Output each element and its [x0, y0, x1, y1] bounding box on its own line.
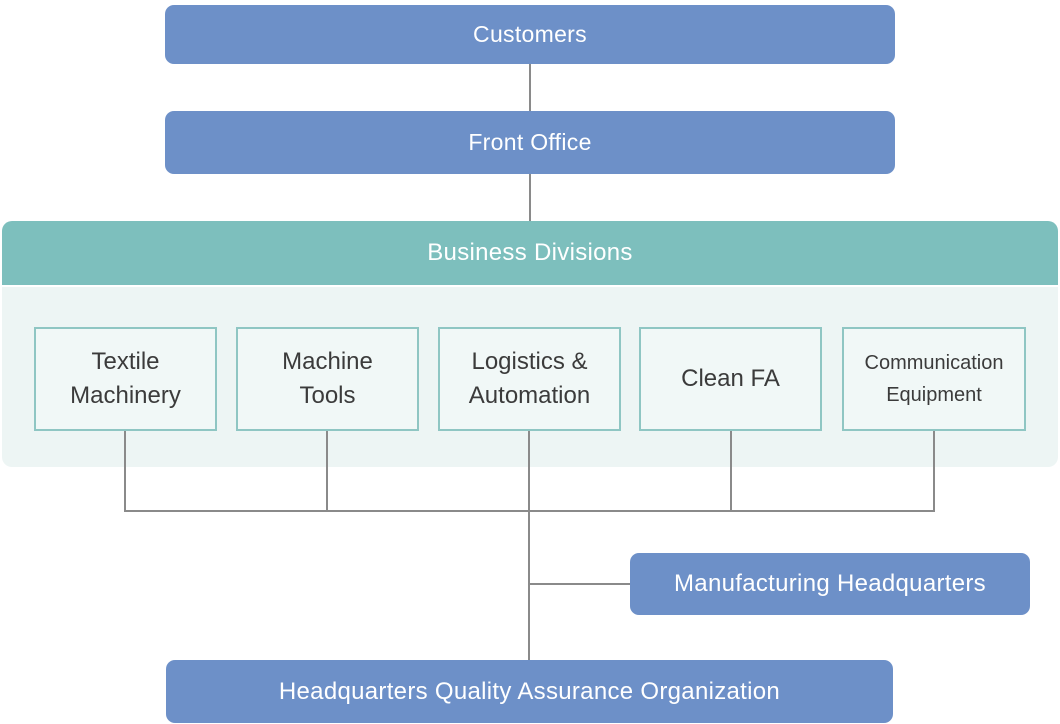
connector-drop-machine-tools	[326, 431, 328, 511]
connector-drop-clean-fa	[730, 431, 732, 511]
division-node-machine-tools: Machine Tools	[236, 327, 419, 431]
business-divisions-header: Business Divisions	[2, 221, 1058, 285]
connector-branch-manufacturing	[528, 583, 630, 585]
division-label-line: Logistics &	[471, 348, 588, 375]
division-node-textile-machinery: Textile Machinery	[34, 327, 217, 431]
connector-customers-front-office	[529, 64, 531, 112]
division-label-line: Communication	[864, 352, 1004, 374]
front-office-label: Front Office	[468, 129, 592, 155]
manufacturing-headquarters-node: Manufacturing Headquarters	[630, 553, 1030, 615]
connector-drop-logistics-automation	[528, 431, 530, 511]
headquarters-qa-node: Headquarters Quality Assurance Organizat…	[166, 660, 893, 723]
division-node-clean-fa: Clean FA	[639, 327, 822, 431]
front-office-node: Front Office	[165, 111, 895, 174]
connector-drop-communication-equipment	[933, 431, 935, 511]
division-node-communication-equipment: Communication Equipment	[842, 327, 1026, 431]
headquarters-qa-label: Headquarters Quality Assurance Organizat…	[278, 677, 781, 705]
division-node-logistics-automation: Logistics & Automation	[438, 327, 621, 431]
division-label-line: Machine	[282, 348, 373, 375]
connector-trunk	[528, 510, 530, 660]
division-label-line: Tools	[299, 382, 356, 409]
connector-front-office-business-divisions	[529, 174, 531, 222]
customers-node: Customers	[165, 5, 895, 64]
customers-label: Customers	[473, 21, 587, 47]
connector-drop-textile-machinery	[124, 431, 126, 511]
division-label-line: Equipment	[886, 384, 982, 406]
division-label-line: Automation	[468, 382, 591, 409]
manufacturing-headquarters-label: Manufacturing Headquarters	[674, 570, 986, 597]
division-label-line: Textile	[91, 348, 160, 375]
division-label-line: Machinery	[70, 382, 181, 409]
division-label-line: Clean FA	[681, 365, 780, 392]
business-divisions-label: Business Divisions	[427, 239, 633, 266]
